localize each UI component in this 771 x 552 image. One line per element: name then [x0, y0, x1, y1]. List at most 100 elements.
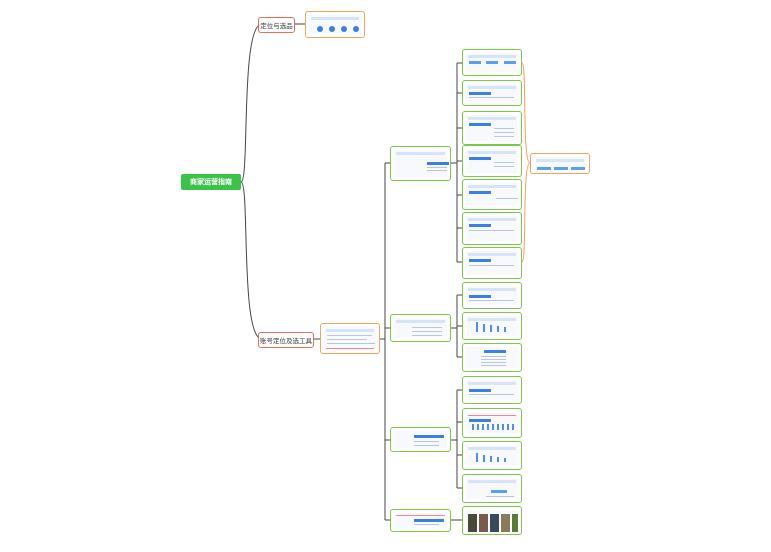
thumb-redline — [396, 515, 445, 516]
thumb-highlight — [469, 191, 491, 194]
card-thumbnail — [466, 412, 518, 434]
thumb-row — [494, 132, 514, 133]
thumb-redline — [468, 415, 516, 416]
thumb-bar — [487, 424, 489, 430]
card-thumbnail — [466, 84, 518, 102]
thumb-header — [536, 159, 584, 162]
thumb-node — [329, 26, 335, 32]
image-card — [462, 282, 522, 309]
branch-topic-account-tools[interactable]: 账号定位及选工具 — [258, 332, 314, 348]
thumb-header — [468, 447, 516, 450]
card-thumbnail — [466, 149, 518, 173]
image-card — [390, 427, 451, 452]
root-label: 商家运营指南 — [190, 179, 232, 186]
thumb-row — [494, 128, 514, 129]
thumb-row — [427, 167, 447, 168]
thumb-header — [468, 253, 516, 256]
thumb-highlight — [469, 295, 491, 298]
thumb-bar — [502, 424, 504, 430]
thumb-row — [427, 170, 447, 171]
thumb-row — [481, 362, 506, 363]
thumb-highlight — [469, 92, 491, 95]
thumb-header — [468, 151, 516, 154]
thumb-highlight — [414, 435, 444, 438]
thumb-highlight — [486, 61, 498, 64]
thumb-node — [341, 26, 347, 32]
thumb-photo — [479, 514, 488, 532]
image-card — [462, 111, 522, 145]
thumb-bar — [504, 327, 506, 332]
card-thumbnail — [466, 347, 518, 368]
thumb-row — [469, 97, 514, 98]
thumb-header — [468, 318, 516, 321]
image-card — [462, 49, 522, 76]
thumb-bar — [472, 424, 474, 430]
branch-label: 账号定位及选工具 — [260, 338, 312, 345]
image-card — [462, 80, 522, 106]
thumb-highlight — [491, 490, 507, 493]
thumb-highlight — [571, 167, 585, 170]
thumb-header — [468, 55, 516, 58]
thumb-header — [326, 329, 374, 332]
thumb-bar — [497, 424, 499, 430]
image-card — [462, 408, 522, 438]
branch-topic-positioning[interactable]: 定位与选品 — [258, 17, 295, 33]
thumb-row — [469, 265, 514, 266]
thumb-header — [468, 86, 516, 89]
thumb-header — [468, 480, 516, 483]
thumb-node — [317, 26, 323, 32]
thumb-row — [469, 230, 514, 231]
thumb-row — [496, 198, 518, 199]
image-card — [390, 146, 451, 181]
thumb-bar — [476, 322, 478, 332]
thumb-header — [468, 117, 516, 120]
thumb-row — [494, 136, 514, 137]
thumb-row — [469, 394, 514, 395]
thumb-header — [396, 152, 445, 155]
thumb-redline — [326, 348, 374, 349]
thumb-bar — [497, 326, 499, 332]
thumb-bar — [477, 424, 479, 430]
thumb-bar — [512, 424, 514, 430]
branch-label: 定位与选品 — [260, 23, 293, 30]
thumb-bar — [483, 324, 485, 332]
card-thumbnail — [309, 15, 361, 34]
image-card — [530, 153, 590, 174]
thumb-photo — [468, 514, 477, 532]
image-card — [462, 312, 522, 340]
thumb-header — [468, 218, 516, 221]
thumb-highlight — [469, 157, 491, 160]
thumb-row — [481, 359, 506, 360]
thumb-bar — [497, 457, 499, 462]
thumb-bar — [476, 453, 478, 462]
thumb-highlight — [469, 61, 481, 64]
card-thumbnail — [466, 316, 518, 336]
thumb-bar — [490, 456, 492, 462]
card-thumbnail — [466, 183, 518, 206]
card-thumbnail — [466, 445, 518, 466]
thumb-bar — [504, 458, 506, 462]
card-thumbnail — [534, 157, 586, 170]
root-topic[interactable]: 商家运营指南 — [181, 174, 241, 190]
thumb-highlight — [537, 167, 551, 170]
card-thumbnail — [394, 431, 447, 448]
thumb-header — [468, 382, 516, 385]
thumb-bar — [492, 424, 494, 430]
thumb-highlight — [469, 419, 491, 422]
thumb-highlight — [484, 350, 506, 353]
image-card — [390, 314, 451, 342]
thumb-row — [327, 339, 367, 340]
card-thumbnail — [466, 380, 518, 400]
image-card — [462, 212, 522, 245]
thumb-highlight — [554, 167, 568, 170]
thumb-row — [486, 496, 514, 497]
image-card — [462, 474, 522, 503]
thumb-bar — [490, 325, 492, 332]
card-thumbnail — [394, 318, 447, 338]
card-thumbnail — [394, 150, 449, 177]
card-thumbnail — [466, 115, 518, 141]
thumb-row — [414, 524, 439, 525]
image-card — [462, 343, 522, 372]
thumb-header — [396, 320, 445, 323]
